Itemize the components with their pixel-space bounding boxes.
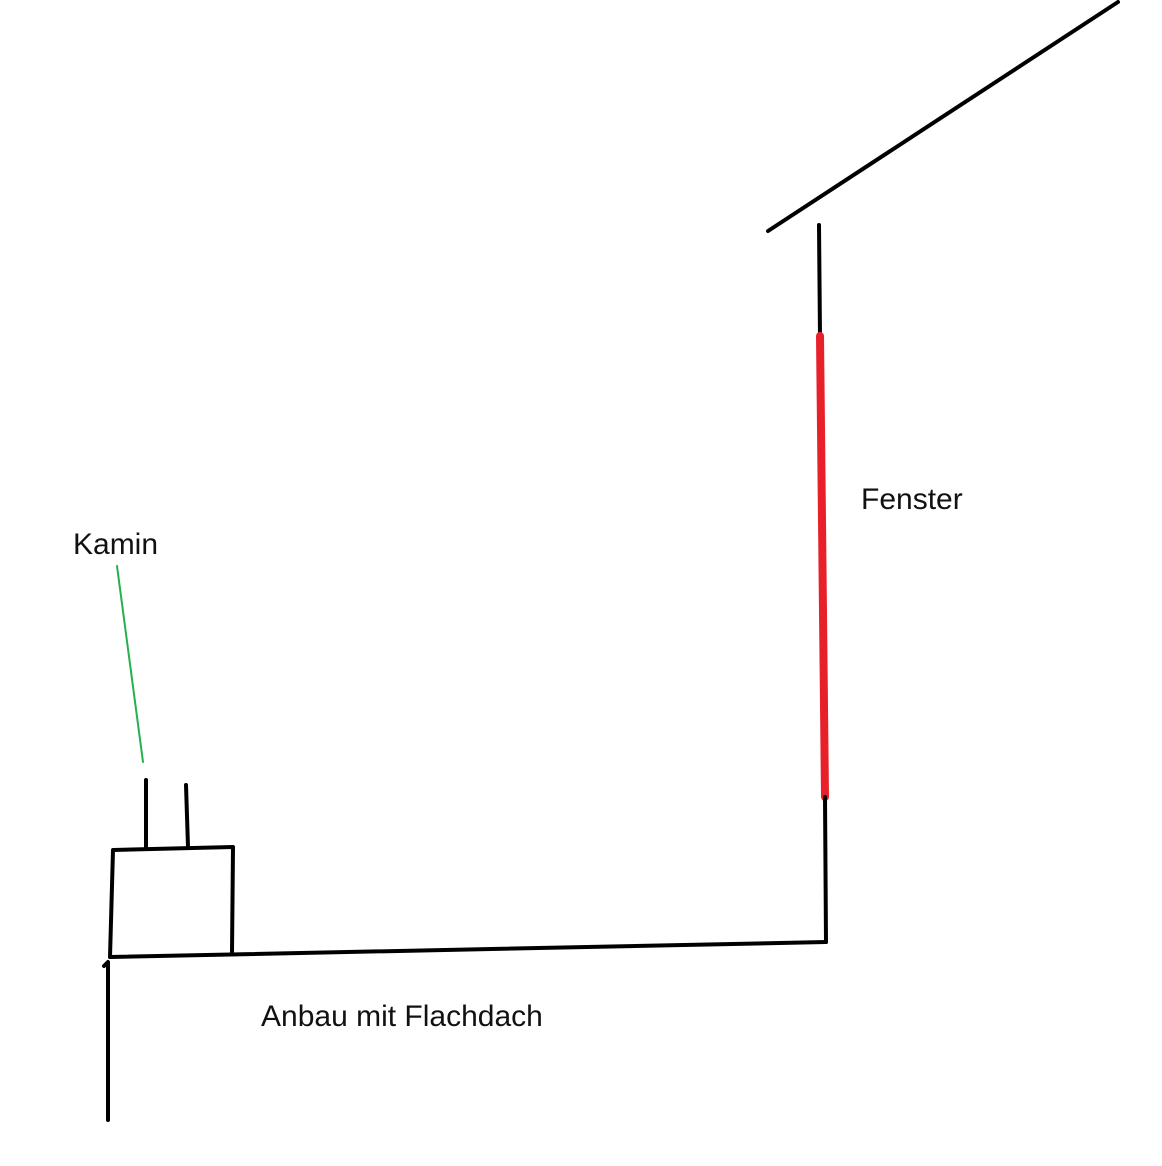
chimney-pipe-right [184, 783, 190, 849]
house-wall-lower [823, 795, 828, 944]
annex-outer-wall [102, 960, 110, 1122]
chimney-pointer-line [116, 565, 144, 763]
roof-edge-line [766, 0, 1120, 233]
chimney-box [108, 845, 235, 959]
window-label: Fenster [861, 483, 963, 516]
chimney-label: Kamin [73, 528, 158, 561]
annex-flat-roof [108, 940, 828, 959]
house-wall-upper [817, 223, 822, 338]
annex-label: Anbau mit Flachdach [261, 1000, 543, 1033]
window-marker [816, 332, 829, 801]
